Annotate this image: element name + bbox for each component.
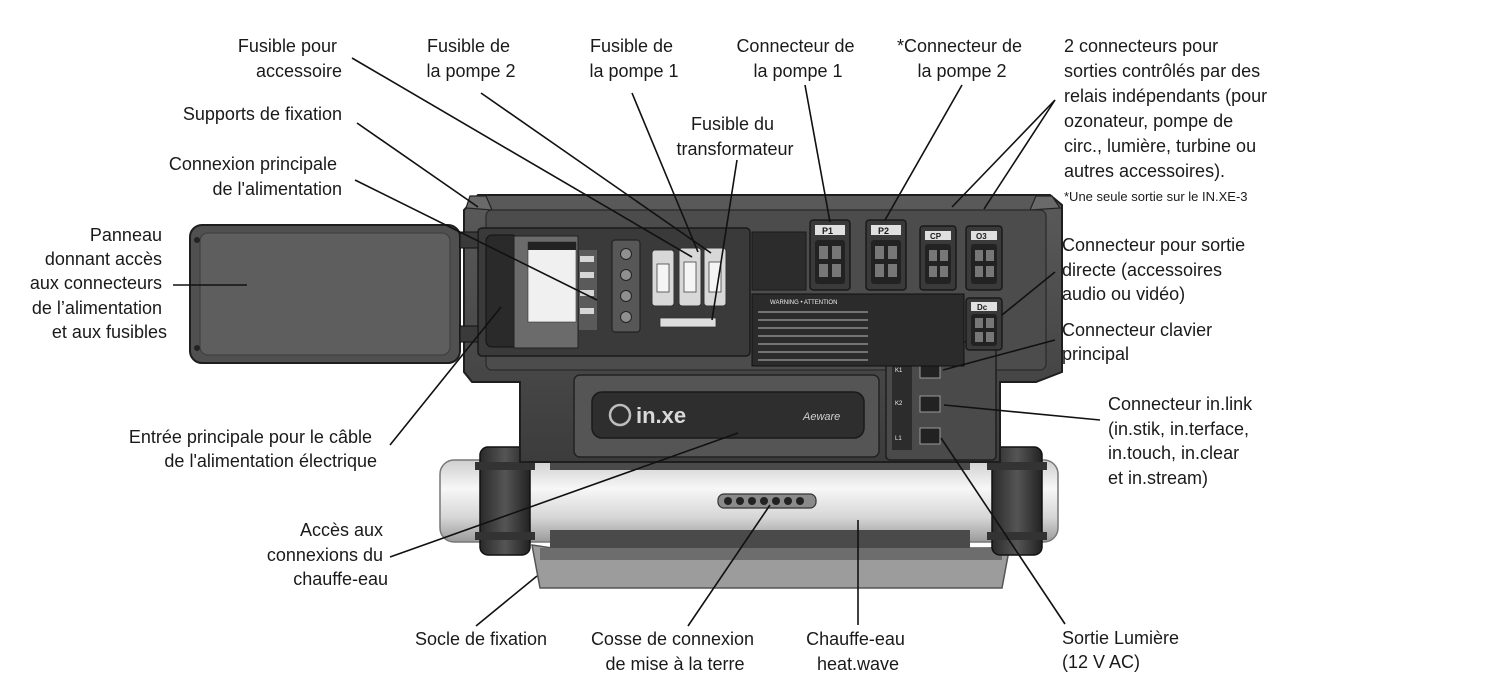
label-deux-connecteurs: 2 connecteurs pour sorties contrôlés par… — [1064, 36, 1272, 181]
svg-text:O3: O3 — [976, 232, 987, 241]
svg-text:P2: P2 — [878, 226, 889, 236]
maker-text: Aeware — [802, 411, 840, 423]
label-fusible-accessoire: Fusible pour accessoire — [238, 36, 342, 81]
label-sortie-directe: Connecteur pour sortie directe (accessoi… — [1062, 235, 1250, 304]
label-fusible-pompe1: Fusible de la pompe 1 — [589, 36, 678, 81]
label-socle: Socle de fixation — [415, 629, 547, 649]
svg-text:Dc: Dc — [977, 303, 988, 312]
connector-p2: P2 — [865, 219, 907, 291]
label-entree-cable: Entrée principale pour le câble de l'ali… — [129, 427, 377, 471]
label-cosse: Cosse de connexion de mise à la terre — [591, 629, 759, 674]
warning-label-small — [527, 241, 577, 323]
label-supports-fixation: Supports de fixation — [183, 104, 342, 124]
port-label-k1: K1 — [895, 368, 903, 374]
connector-o3: O3 — [965, 225, 1003, 291]
brand-plate — [591, 391, 865, 439]
ground-lug — [717, 493, 817, 509]
port-label-k2: K2 — [895, 401, 903, 407]
logo-icon — [608, 403, 632, 427]
label-fusible-pompe2: Fusible de la pompe 2 — [426, 36, 515, 81]
label-note-in-xe3: *Une seule sortie sur le IN.XE-3 — [1064, 189, 1248, 204]
svg-text:P1: P1 — [822, 226, 833, 236]
label-connecteur-pompe2: *Connecteur de la pompe 2 — [897, 36, 1027, 81]
fuse-holders — [651, 247, 727, 328]
terminal-block — [611, 239, 641, 333]
warning-label-title: WARNING • ATTENTION — [770, 300, 837, 306]
label-inlink: Connecteur in.link (in.stik, in.terface,… — [1108, 394, 1257, 488]
pipe-nut-right — [991, 446, 1043, 556]
device-illustration: in.xe Aeware K1 K2 L1 — [189, 194, 1063, 589]
cable-entry — [485, 234, 519, 348]
port-label-l1: L1 — [895, 436, 902, 442]
label-panneau: Panneau donnant accès aux connecteurs de… — [30, 225, 167, 342]
connector-cp: CP — [919, 225, 957, 291]
connector-dc: Dc — [965, 297, 1003, 351]
access-panel — [189, 224, 479, 364]
mounting-ear-right — [1029, 195, 1062, 211]
label-fusible-transfo: Fusible du transformateur — [676, 114, 793, 159]
leader-lines — [173, 57, 1101, 627]
label-connecteur-pompe1: Connecteur de la pompe 1 — [736, 36, 859, 81]
svg-text:CP: CP — [930, 232, 942, 241]
connector-p1: P1 — [809, 219, 851, 291]
label-connexion-principale: Connexion principale de l'alimentation — [169, 154, 342, 199]
label-acces-chauffe: Accès aux connexions du chauffe-eau — [267, 520, 388, 589]
warning-label — [751, 293, 965, 367]
label-clavier: Connecteur clavier principal — [1062, 320, 1217, 364]
inlink-port — [919, 395, 941, 413]
brand-text: in.xe — [636, 403, 686, 428]
light-port — [919, 427, 941, 445]
label-sortie-lumiere: Sortie Lumière (12 V AC) — [1062, 628, 1184, 672]
label-chauffe-eau: Chauffe-eau heat.wave — [806, 629, 910, 674]
pipe-nut-left — [479, 446, 531, 556]
